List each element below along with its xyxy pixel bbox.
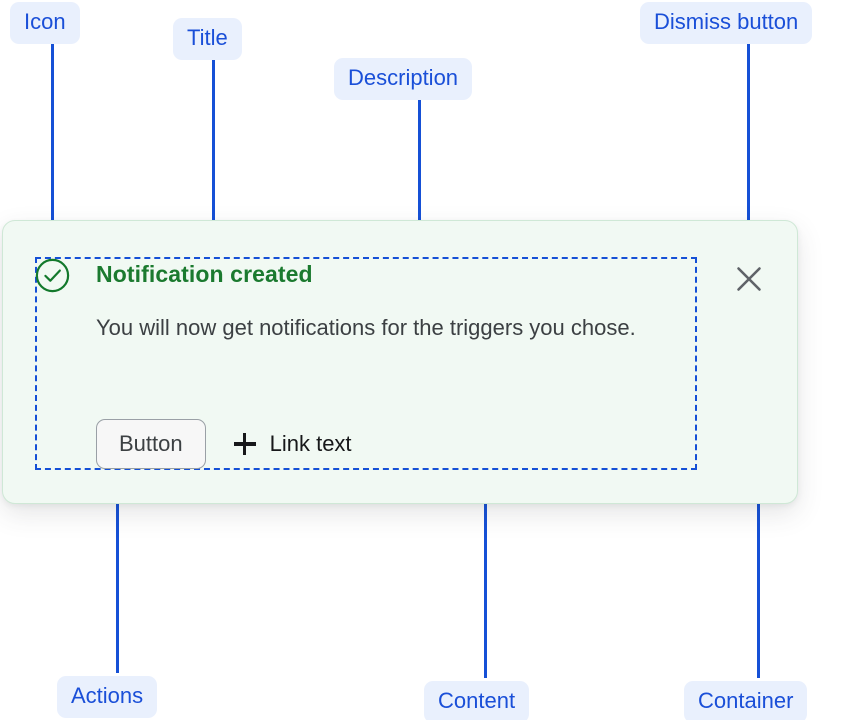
leader-line-description <box>418 98 421 303</box>
leader-line-icon <box>51 40 54 248</box>
annotation-label-dismiss: Dismiss button <box>640 2 813 44</box>
notification-action-button[interactable]: Button <box>96 419 206 469</box>
notification-title: Notification created <box>96 261 313 287</box>
notification-content-region <box>35 257 697 470</box>
notification-description: You will now get notifications for the t… <box>96 315 636 340</box>
notification-actions: Button Link text <box>96 419 352 469</box>
annotation-label-actions: Actions <box>57 676 158 718</box>
leader-line-dismiss <box>747 40 750 248</box>
notification-action-link[interactable]: Link text <box>233 431 352 457</box>
leader-line-content <box>484 471 487 678</box>
annotation-label-title: Title <box>173 18 242 60</box>
dismiss-button[interactable] <box>732 262 766 296</box>
notification-action-link-label: Link text <box>269 431 352 456</box>
plus-icon <box>233 433 256 455</box>
leader-line-title <box>212 58 215 265</box>
annotation-label-content: Content <box>424 681 530 720</box>
leader-line-container <box>757 472 760 678</box>
check-circle-icon <box>35 258 70 293</box>
annotation-label-description: Description <box>334 58 473 100</box>
annotation-label-container: Container <box>684 681 808 720</box>
leader-line-actions <box>116 465 119 673</box>
annotation-label-icon: Icon <box>10 2 80 44</box>
close-icon <box>737 267 761 291</box>
